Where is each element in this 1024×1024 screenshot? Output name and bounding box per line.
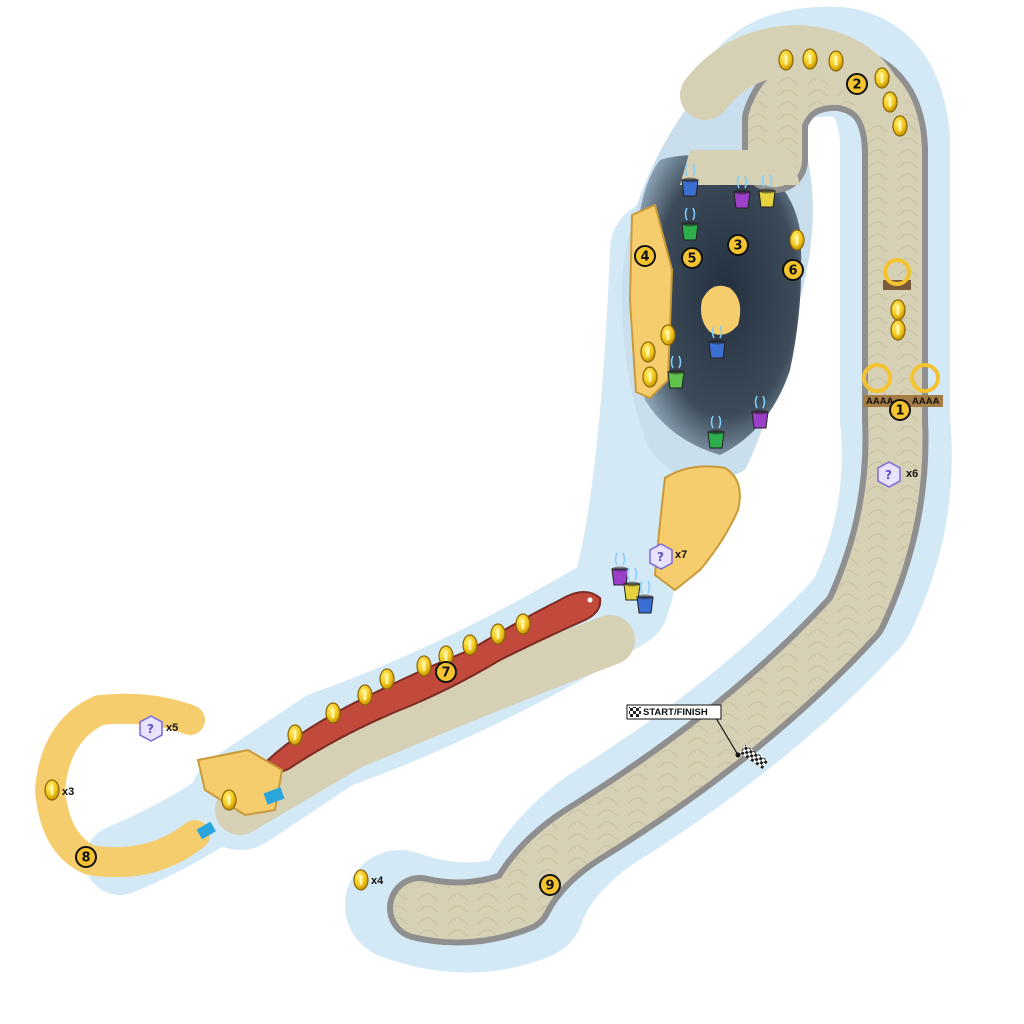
coin-icon [778,49,794,71]
checkpoint-marker-icon: 2 [846,73,868,95]
bucket-icon [623,567,641,601]
bucket-icon [708,325,726,359]
coin-icon [640,341,656,363]
buckets [611,163,776,614]
coin-icon [892,115,908,137]
svg-text:?: ? [657,550,664,564]
item-box-count-label: x6 [906,468,918,480]
coin-icon [642,366,658,388]
checkpoint-number: 1 [895,404,904,419]
coin-count-label: x4 [371,875,384,887]
coin-icon [890,299,906,321]
coin-icon [890,319,906,341]
checkpoint-marker-icon: 6 [782,259,804,281]
bucket-icon [681,163,699,197]
coin-icon [221,789,237,811]
item-box-icon: ? [877,461,901,488]
start-finish-dot [735,752,741,758]
checkpoint-number: 2 [852,78,861,93]
ring-gates: AAAA AAAA [862,258,943,407]
coin-icon [515,613,531,635]
checkpoint-number: 4 [640,250,649,265]
coin-icon [828,50,844,72]
coin-icon [789,229,805,251]
coin-icon [379,668,395,690]
checkpoint-number: 3 [733,239,742,254]
item-box-icon: ? [649,543,673,570]
coin-icon [802,48,818,70]
coin-icon [660,324,676,346]
checkpoint-number: 8 [81,851,90,866]
item-box-count-label: x5 [166,722,178,734]
checkpoint-number: 6 [788,264,797,279]
svg-text:?: ? [885,468,892,482]
checkpoint-marker-icon: 9 [539,874,561,896]
ring-gate-icon [883,258,911,286]
bucket-icon [707,415,725,449]
item-boxes: ??? [139,461,901,742]
jump-ramp [196,748,284,817]
coin-icon [490,623,506,645]
coins [44,48,908,891]
coin-icon [416,655,432,677]
start-finish-pointer [715,717,739,756]
coin-count-label: x3 [62,786,74,798]
item-box-count-label: x7 [675,549,687,561]
lower-left-track [215,615,635,835]
boost-pad [263,787,285,805]
bucket-icon [681,207,699,241]
boost-pad-label: AAAA [866,396,894,407]
coin-icon [882,91,898,113]
coin-icon [325,702,341,724]
ring-gate-icon [862,363,892,393]
start-finish-flag: START/FINISH [626,704,722,720]
checkpoint-number: 5 [687,252,696,267]
boost-pad-label: AAAA [912,396,940,407]
bucket-icon [733,175,751,209]
bucket-icon [667,355,685,389]
checkpoint-marker-icon: 5 [681,247,703,269]
coin-icon [287,724,303,746]
bucket-icon [611,552,629,586]
bucket-icon [636,580,654,614]
boost-pad [196,821,216,840]
checkpoint-marker-icon: 7 [435,661,457,683]
coin-icon [353,869,369,891]
checkpoint-marker-icon: 1 [889,399,911,421]
checkpoint-marker-icon: 3 [727,234,749,256]
start-finish-line [739,744,769,770]
checkpoint-number: 7 [441,666,450,681]
bucket-icon [751,395,769,429]
coin-icon [462,634,478,656]
start-finish-label: START/FINISH [643,707,708,718]
eel-eye-icon [587,597,593,603]
checkpoints: 1 2 3 4 5 6 7 8 9 [75,73,911,896]
checkered-flag-icon [629,707,641,717]
coin-icon [874,67,890,89]
coin-icon [44,779,60,801]
ring-gate-icon [910,363,940,393]
sand-platform-lower [653,465,741,592]
checkpoint-number: 9 [545,879,554,894]
svg-text:?: ? [147,722,154,736]
checkpoint-marker-icon: 4 [634,245,656,267]
sand-rock-center [701,285,741,335]
bucket-icon [758,174,776,208]
checkpoint-marker-icon: 8 [75,846,97,868]
red-eel-bridge [266,591,602,773]
coin-icon [357,684,373,706]
item-box-icon: ? [139,715,163,742]
